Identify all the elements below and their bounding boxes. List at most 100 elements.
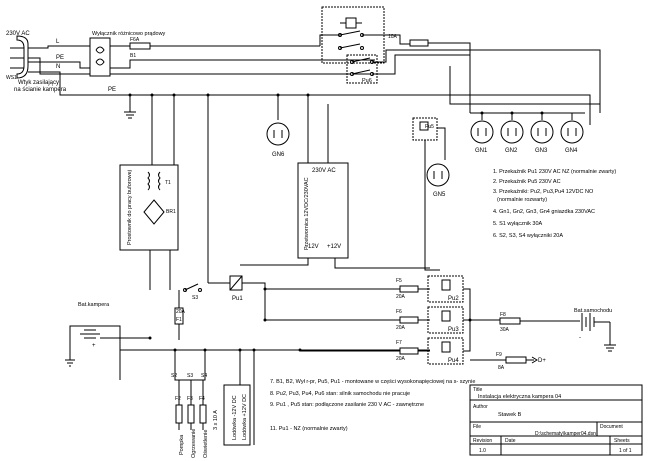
f8-rating: 30A: [500, 327, 510, 333]
note-2: 2. Przekaźnik Pu5 230V AC: [493, 179, 561, 185]
title-label: Title: [473, 387, 482, 393]
ground-symbol-left: [65, 338, 75, 367]
mains-voltage-label: 230V AC: [6, 31, 30, 37]
load-3x10a: 3 x 10 A: [213, 410, 219, 430]
converter-label: Przetwornica 12VDC/230VAC: [304, 177, 310, 250]
revision-label: Revision: [473, 438, 492, 444]
title-value: Instalacja elektryczna kampera 04: [478, 394, 561, 400]
converter-ac-label: 230V AC: [312, 168, 336, 174]
title-block: [469, 384, 643, 456]
date-label: Date: [505, 438, 516, 444]
wire-to-sockets-l: [428, 42, 471, 113]
battery-right: [581, 313, 595, 331]
note-11: 11. Pu1 - NZ (normalnie zwarty): [270, 426, 348, 432]
junction-dots: [128, 93, 544, 352]
socket-gn1: [470, 113, 494, 144]
pe-label-2: PE: [108, 87, 116, 93]
pe-label-1: PE: [56, 55, 64, 61]
terminal-b1-label: B1: [130, 53, 136, 59]
fuse-f9: [505, 356, 527, 364]
fuse-f7: [399, 347, 419, 355]
socket-gn5: [426, 163, 450, 187]
t1-label: T1: [165, 180, 171, 186]
pu2-label: Pu2: [448, 296, 459, 302]
f7-label: F7: [396, 340, 402, 346]
ground-symbol-right: [604, 322, 616, 352]
mains-plug: [10, 35, 29, 79]
battery-left-plus: +: [92, 343, 96, 349]
load-oswietlenie: Oświetlenie: [203, 430, 209, 458]
fuse-10a: [409, 39, 429, 47]
note-4: 4. Gn1, Gn2, Gn3, Gn4 gniazdka 230VAC: [493, 209, 595, 215]
battery-left-label: Bat.kampera: [78, 302, 110, 308]
rcd-box: [89, 37, 111, 77]
f4-label: F4: [199, 396, 205, 402]
pu4-label: Pu4: [448, 358, 459, 364]
rcd-label: Wyłącznik różnicowo prądowy: [92, 31, 166, 37]
fuse-f4: [199, 404, 207, 424]
fuse-f6: [399, 316, 419, 324]
wire-rcd-n: [110, 59, 375, 69]
note-7: 7. B1, B2, Wył r-pr, Pu5, Pu1 - montowan…: [270, 379, 475, 385]
note-3b: (normalnie rozwarty): [497, 197, 547, 203]
author-label: Author: [473, 404, 488, 410]
socket-gn6: [266, 122, 290, 146]
plug-id-label: WS1: [6, 75, 17, 81]
socket-gn4: [560, 113, 584, 144]
fuse-f8: [499, 317, 521, 325]
fridge-label-1: Lodówka -12V DC: [232, 395, 238, 440]
plug-label-line2: na ścianie kampera: [14, 87, 67, 93]
converter-box: [297, 162, 349, 259]
f5-label: F5: [396, 278, 402, 284]
gn5-label: GN5: [433, 192, 446, 198]
n-label: N: [56, 64, 60, 70]
gn4-label: GN4: [565, 148, 578, 154]
s2-label: S2: [171, 373, 177, 379]
converter-plus12: +12V: [327, 244, 341, 250]
note-6: 6. S2, S3, S4 wyłączniki 20A: [493, 233, 563, 239]
fuse-10a-label: 10A: [388, 34, 398, 40]
gn2-label: GN2: [505, 148, 518, 154]
br1-label: BR1: [166, 209, 176, 215]
fridge-label-2: Lodówka +12V DC: [242, 394, 248, 440]
f1-label: F1: [176, 317, 182, 323]
converter-minus12: -12V: [306, 244, 319, 250]
author-value: Stawek B: [498, 412, 522, 418]
transformer-t1: [147, 171, 161, 191]
wire-pe-to-rcd: [28, 61, 90, 69]
pu6-label: Pu6: [362, 78, 372, 84]
wire-pe-bus: [28, 71, 470, 96]
s3-label: S3: [192, 295, 198, 301]
file-label: File: [473, 424, 481, 430]
fuse-f3: [187, 404, 195, 424]
fuse-main-label: F6A: [130, 37, 140, 43]
s4-label: S4: [201, 373, 207, 379]
gn3-label: GN3: [535, 148, 548, 154]
note-1: 1. Przekaźnik Pu1 230V AC NZ (normalnie …: [493, 169, 616, 175]
wire-n-bus: [28, 57, 395, 75]
sheets-label: Sheets: [614, 438, 630, 444]
plug-label-line1: Wtyk zasilający: [18, 80, 59, 86]
note-8: 8. Pu2, Pu3, Pu4, Pu6 stan: silnik samoc…: [270, 391, 410, 397]
f6-rating: 20A: [396, 325, 406, 331]
wire-l: [28, 45, 90, 49]
notes-bottom: 7. B1, B2, Wył r-pr, Pu5, Pu1 - montowan…: [270, 379, 475, 432]
battery-left: [80, 325, 100, 339]
f7-rating: 20A: [396, 356, 406, 362]
fuse-f5: [399, 285, 419, 293]
wire-n-sockets: [372, 49, 601, 113]
notes-right: 1. Przekaźnik Pu1 230V AC NZ (normalnie …: [493, 169, 616, 239]
f2-label: F2: [175, 396, 181, 402]
battery-right-label: Bat.samochodu: [574, 308, 612, 314]
fridge-box: [223, 384, 251, 446]
f9-rating: 8A: [498, 365, 505, 371]
note-3: 3. Przekaźniki: Pu2, Pu3,Pu4 12VDC NO: [493, 189, 594, 195]
load-ogrzewanie: Ogrzewanie: [191, 429, 197, 458]
pu6-relay-box: [346, 54, 378, 84]
file-value: D:\schematy\kamper04.dsn: [535, 431, 596, 437]
f8-label: F8: [500, 312, 506, 318]
pu5-label-small: Pu5: [425, 124, 434, 130]
l-label: L: [56, 39, 60, 45]
s3b-label: S3: [187, 373, 193, 379]
